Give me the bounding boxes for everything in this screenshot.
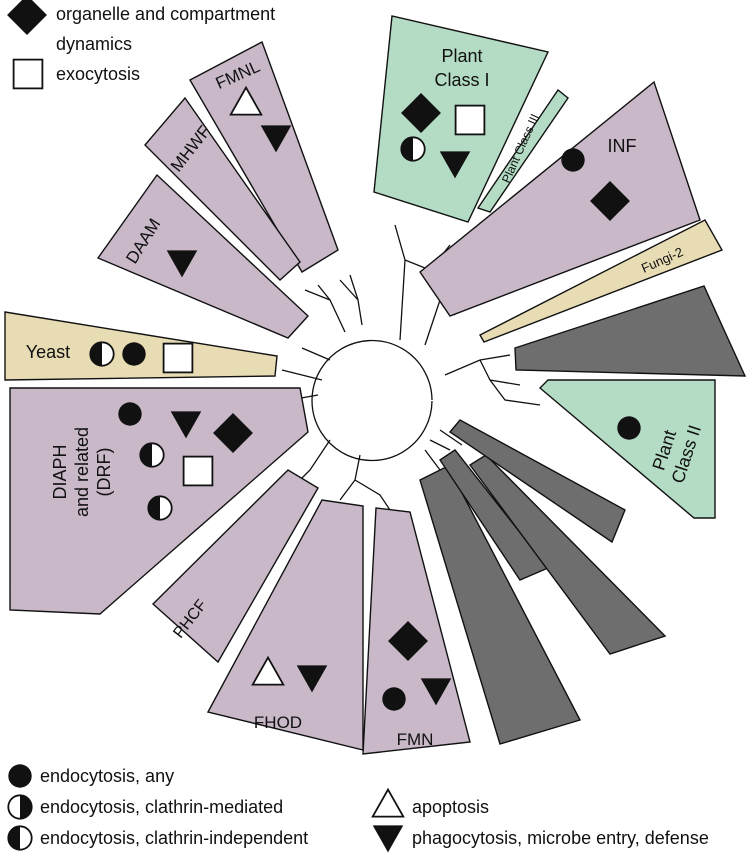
label-fmn: FMN [397, 730, 434, 749]
half-circle-right-filled-icon [7, 794, 33, 820]
wedge-gray-1 [419, 465, 582, 745]
open-square-icon [12, 58, 44, 90]
wedge-plant3 [476, 88, 569, 213]
half-circle-left-filled-icon [89, 341, 115, 367]
wedge-inf [419, 80, 701, 317]
legend-endo-cm-label: endocytosis, clathrin-mediated [40, 797, 283, 817]
wedge-daam [96, 173, 309, 339]
filled-circle-icon [118, 402, 142, 426]
label-plant1-line2: Class I [434, 70, 489, 90]
wedge-plant2 [538, 379, 716, 519]
legend-exocytosis-label: exocytosis [56, 64, 140, 84]
open-square-icon [454, 104, 486, 136]
legend-organelle-label-line2: dynamics [56, 34, 132, 54]
filled-circle-icon [561, 148, 585, 172]
filled-circle-icon [617, 416, 641, 440]
label-yeast: Yeast [26, 342, 70, 362]
half-circle-left-filled-icon [139, 442, 165, 468]
wedge-fhod [206, 499, 364, 751]
wedge-mhwf [144, 96, 301, 281]
half-circle-left-filled-icon [7, 825, 33, 851]
open-triangle-up-icon [371, 788, 405, 818]
label-plant1-line1: Plant [441, 46, 482, 66]
wedge-gray-5 [514, 285, 747, 377]
wedge-gray-4 [448, 419, 626, 544]
legend-top: organelle and compartment dynamics exocy… [7, 0, 275, 90]
wedge-fmnl [189, 41, 339, 273]
label-inf: INF [608, 136, 637, 156]
legend-endo-ci-label: endocytosis, clathrin-independent [40, 828, 308, 848]
legend-phago-label: phagocytosis, microbe entry, defense [412, 828, 709, 848]
legend-organelle-label: organelle and compartment [56, 4, 275, 24]
wedge-phcf [151, 469, 319, 664]
label-drf-2: and related [72, 427, 92, 517]
filled-circle-icon [122, 342, 146, 366]
filled-diamond-icon [7, 0, 47, 35]
label-drf-3: (DRF) [94, 448, 114, 497]
filled-circle-icon [8, 764, 32, 788]
label-fhod: FHOD [254, 713, 302, 732]
legend-bottom: endocytosis, any endocytosis, clathrin-m… [7, 764, 709, 853]
wedge-gray-3 [468, 454, 667, 655]
filled-triangle-down-icon [372, 825, 404, 853]
open-square-icon [162, 342, 194, 374]
legend-apoptosis-label: apoptosis [412, 797, 489, 817]
label-drf-1: DIAPH [50, 444, 70, 499]
filled-circle-icon [382, 687, 406, 711]
half-circle-left-filled-icon [400, 136, 426, 162]
clade-wedges [4, 15, 747, 755]
legend-endo-any-label: endocytosis, any [40, 766, 174, 786]
half-circle-left-filled-icon [147, 495, 173, 521]
wedge-fungi2 [479, 219, 724, 343]
open-square-icon [182, 455, 214, 487]
